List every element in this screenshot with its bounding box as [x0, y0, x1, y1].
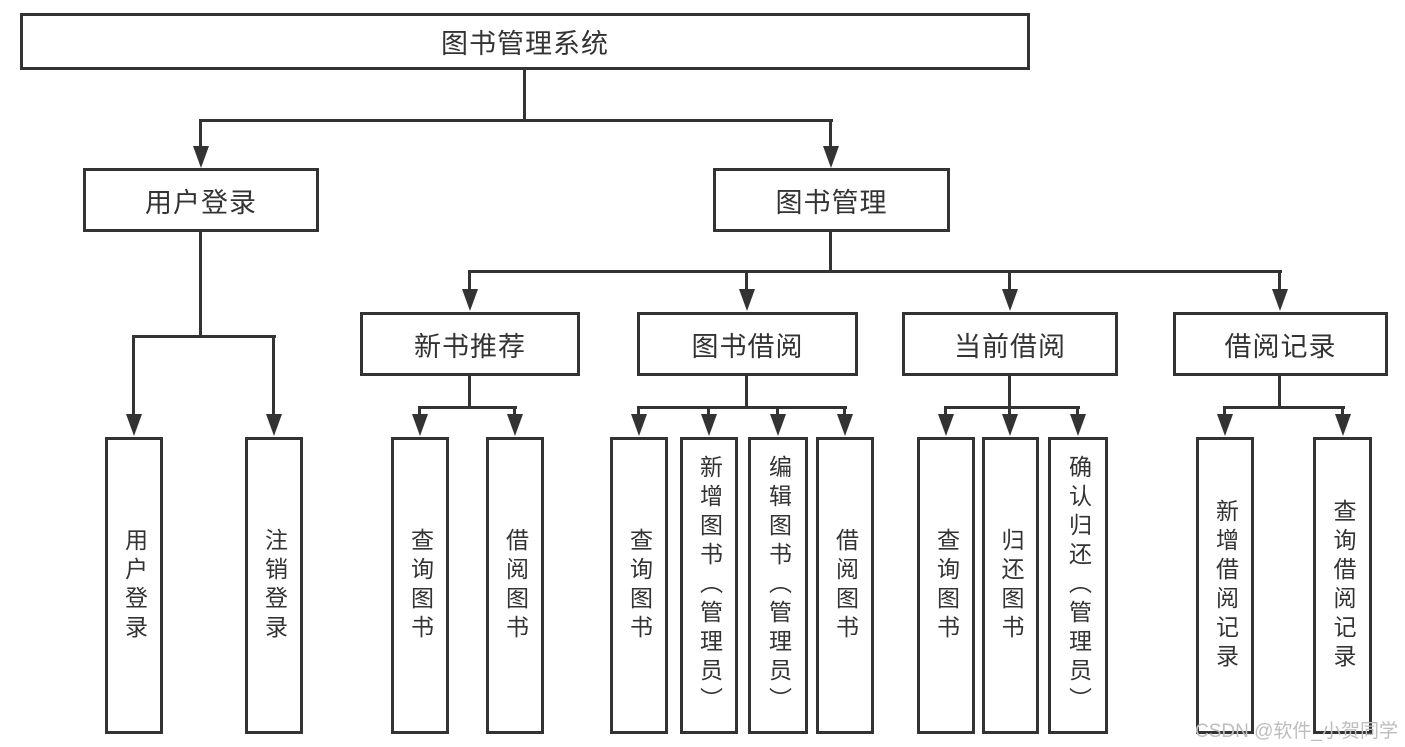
arrowhead	[631, 414, 647, 436]
arrowhead	[1002, 414, 1018, 436]
node-root-library-system: 图书管理系统	[20, 13, 1030, 70]
connector	[944, 406, 1080, 409]
arrowhead	[1002, 289, 1018, 311]
leaf-user-login: 用户登录	[105, 437, 163, 734]
connector	[468, 376, 471, 409]
connector	[776, 406, 779, 417]
connector	[468, 270, 471, 292]
connector	[468, 270, 1282, 273]
node-current-borrowing: 当前借阅	[902, 312, 1118, 376]
leaf-query-books-current: 查询图书	[917, 437, 975, 734]
leaf-return-books: 归还图书	[982, 437, 1039, 734]
arrowhead	[126, 414, 142, 436]
arrowhead	[193, 146, 209, 168]
node-book-borrowing: 图书借阅	[637, 312, 858, 376]
connector	[637, 406, 847, 409]
connector	[829, 232, 832, 273]
connector	[418, 406, 421, 417]
connector	[199, 232, 202, 338]
arrowhead	[1272, 289, 1288, 311]
connector	[1278, 376, 1281, 409]
arrowhead	[1070, 414, 1086, 436]
connector	[418, 406, 517, 409]
connector	[843, 406, 846, 417]
arrowhead	[770, 414, 786, 436]
leaf-borrow-books: 借阅图书	[816, 437, 874, 734]
leaf-edit-books-admin: 编辑图书（管理员）	[748, 437, 808, 734]
leaf-query-books-recommend: 查询图书	[391, 437, 449, 734]
connector	[199, 119, 202, 150]
arrowhead	[837, 414, 853, 436]
connector	[1008, 270, 1011, 292]
node-book-management-branch: 图书管理	[713, 168, 950, 232]
leaf-query-books-borrowing: 查询图书	[610, 437, 668, 734]
connector	[272, 335, 275, 416]
connector	[1223, 406, 1345, 409]
connector	[132, 335, 135, 416]
arrowhead	[412, 414, 428, 436]
arrowhead	[266, 414, 282, 436]
leaf-add-books-admin: 新增图书（管理员）	[680, 437, 738, 734]
arrowhead	[938, 414, 954, 436]
connector	[523, 70, 526, 122]
connector	[1008, 406, 1011, 417]
arrowhead	[823, 146, 839, 168]
connector	[1341, 406, 1344, 417]
leaf-add-borrow-record: 新增借阅记录	[1196, 437, 1254, 734]
connector	[1223, 406, 1226, 417]
arrowhead	[462, 289, 478, 311]
connector	[944, 406, 947, 417]
connector	[1008, 376, 1011, 409]
connector	[199, 119, 833, 122]
node-new-book-recommend: 新书推荐	[360, 312, 580, 376]
arrowhead	[1335, 414, 1351, 436]
leaf-logout: 注销登录	[245, 437, 303, 734]
connector	[745, 376, 748, 409]
arrowhead	[1217, 414, 1233, 436]
connector	[1076, 406, 1079, 417]
connector	[132, 335, 276, 338]
leaf-borrow-books-recommend: 借阅图书	[486, 437, 544, 734]
connector	[707, 406, 710, 417]
leaf-confirm-return-admin: 确认归还（管理员）	[1048, 437, 1108, 734]
leaf-query-borrow-record: 查询借阅记录	[1313, 437, 1372, 734]
arrowhead	[507, 414, 523, 436]
connector	[829, 119, 832, 150]
connector	[513, 406, 516, 417]
connector	[637, 406, 640, 417]
connector	[1278, 270, 1281, 292]
arrowhead	[701, 414, 717, 436]
csdn-watermark: CSDN @软件_小贺同学	[1195, 721, 1398, 742]
node-user-login-branch: 用户登录	[83, 168, 319, 232]
connector	[745, 270, 748, 292]
arrowhead	[739, 289, 755, 311]
node-borrow-records: 借阅记录	[1173, 312, 1388, 376]
